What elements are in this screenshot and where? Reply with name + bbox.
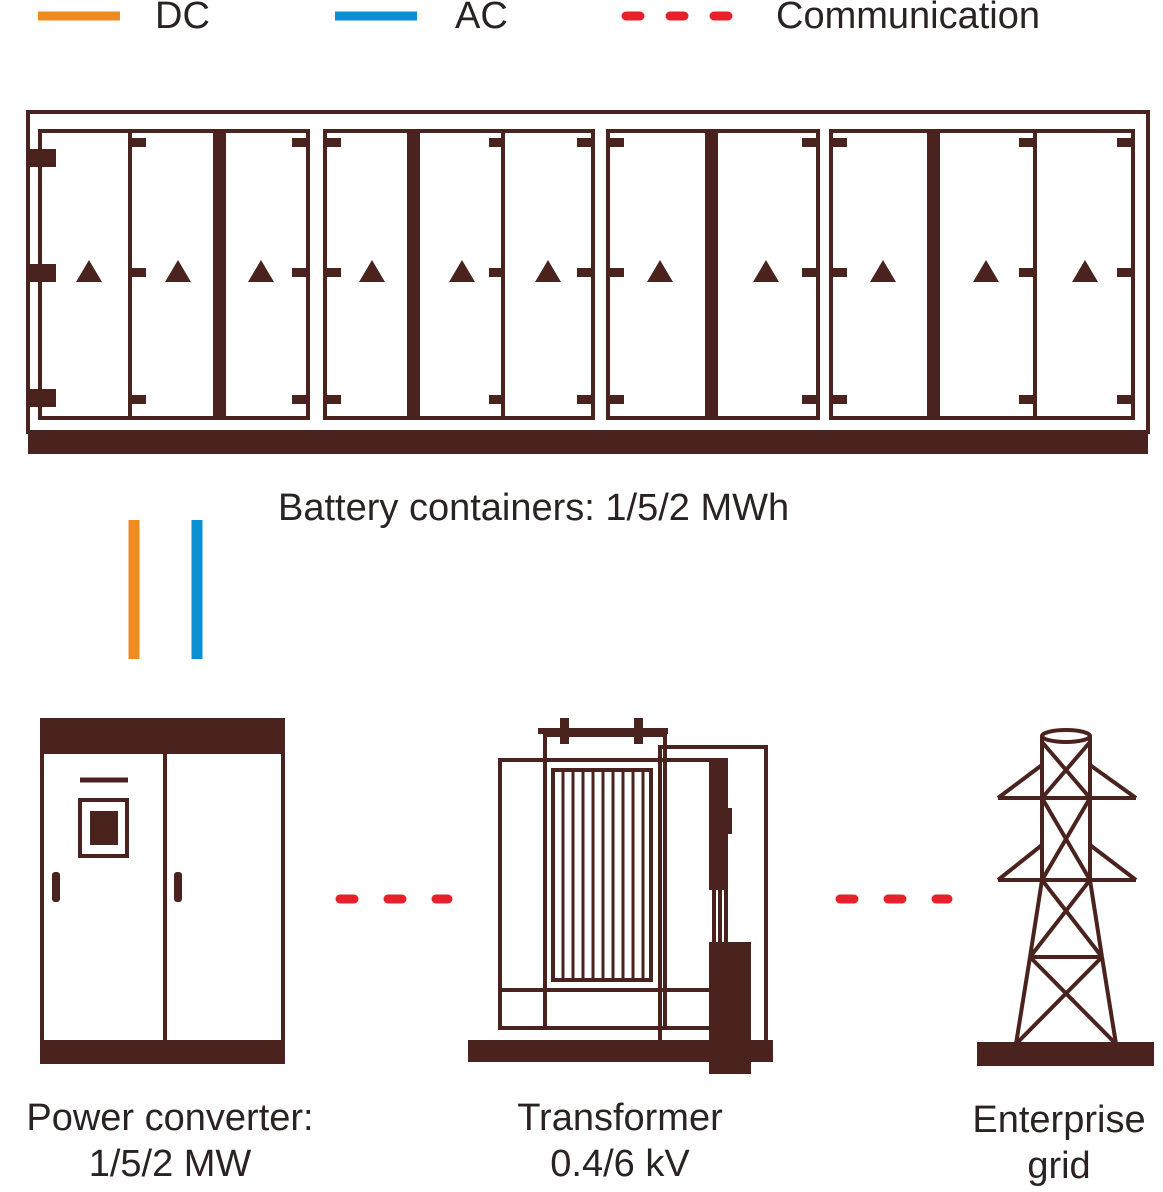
transmission-tower	[977, 728, 1154, 1066]
grid-caption: Enterprise grid	[955, 1098, 1163, 1189]
legend-ac-label: AC	[455, 0, 508, 37]
converter-caption-line1: Power converter:	[26, 1097, 314, 1139]
transformer-caption-line2: 0.4/6 kV	[550, 1142, 690, 1185]
battery-caption: Battery containers: 1/5/2 MWh	[278, 487, 790, 529]
grid-caption-line1: Enterprise	[972, 1099, 1146, 1141]
legend-dc-label: DC	[155, 0, 210, 37]
grid-caption-line2: grid	[1027, 1144, 1091, 1187]
transformer	[468, 718, 773, 1074]
power-converter	[40, 718, 285, 1064]
converter-caption: Power converter: 1/5/2 MW	[0, 1096, 340, 1187]
transformer-caption-line1: Transformer	[517, 1097, 723, 1139]
transformer-caption: Transformer 0.4/6 kV	[470, 1096, 770, 1187]
battery-containers	[26, 110, 1150, 454]
converter-caption-line2: 1/5/2 MW	[88, 1142, 252, 1185]
legend-communication-label: Communication	[776, 0, 1040, 37]
